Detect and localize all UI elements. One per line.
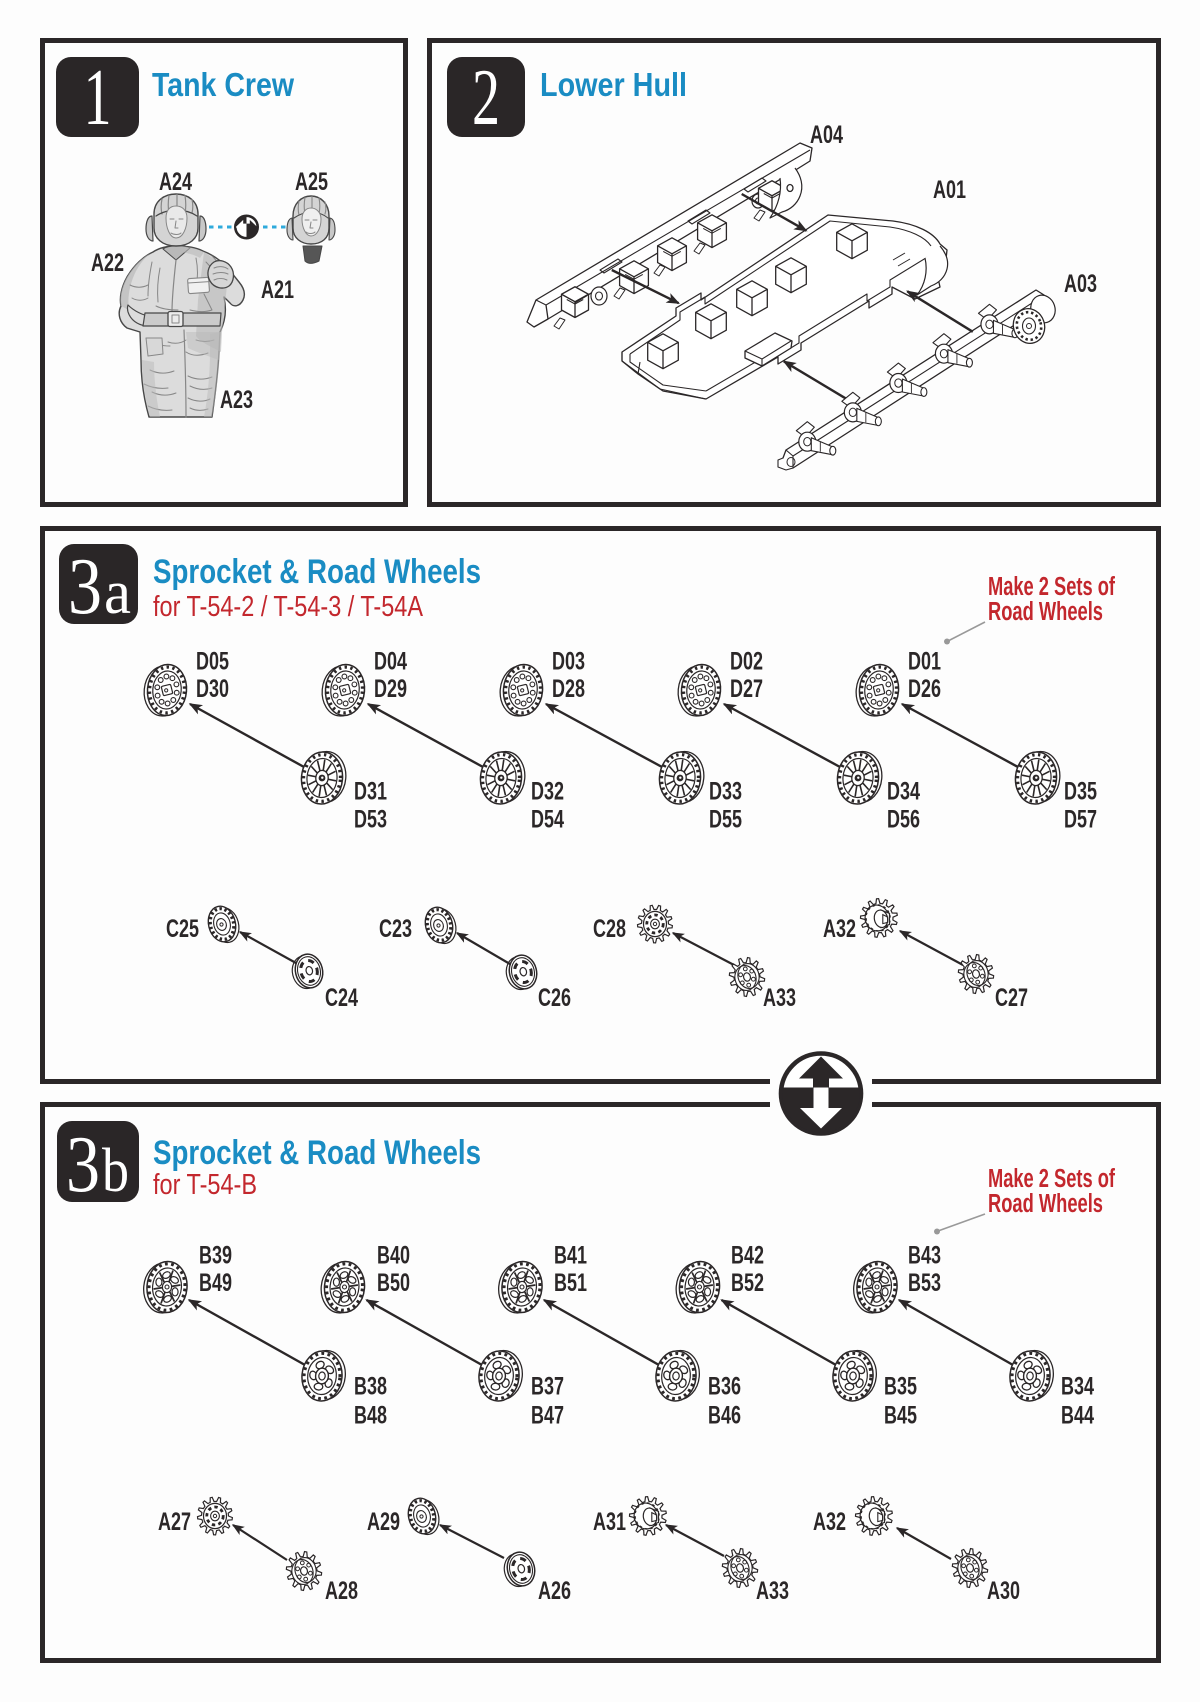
svg-text:D34: D34 [887,778,920,806]
svg-text:D31: D31 [354,778,387,806]
svg-text:D03: D03 [552,648,585,676]
svg-text:B40: B40 [377,1242,410,1270]
svg-text:D05: D05 [196,648,229,676]
svg-text:B45: B45 [884,1402,917,1430]
svg-text:A28: A28 [325,1577,358,1605]
svg-text:B53: B53 [908,1269,941,1297]
svg-text:C25: C25 [166,915,199,943]
svg-text:A22: A22 [91,249,124,277]
svg-text:D01: D01 [908,648,941,676]
svg-text:A24: A24 [159,168,192,196]
svg-text:B44: B44 [1061,1402,1094,1430]
svg-text:Sprocket & Road Wheels: Sprocket & Road Wheels [153,1134,481,1172]
svg-text:B42: B42 [731,1242,764,1270]
svg-text:D30: D30 [196,675,229,703]
svg-text:D57: D57 [1064,806,1097,834]
svg-text:C23: C23 [379,915,412,943]
svg-text:B37: B37 [531,1373,564,1401]
svg-text:D56: D56 [887,806,920,834]
svg-text:for T-54-2 / T-54-3 / T-54A: for T-54-2 / T-54-3 / T-54A [153,591,424,623]
svg-text:B35: B35 [884,1373,917,1401]
svg-text:D29: D29 [374,675,407,703]
svg-text:B39: B39 [199,1242,232,1270]
svg-text:A31: A31 [593,1508,626,1536]
svg-text:A26: A26 [538,1577,571,1605]
svg-text:D55: D55 [709,806,742,834]
svg-text:1: 1 [84,54,112,142]
svg-text:for T-54-B: for T-54-B [153,1169,257,1201]
svg-text:B36: B36 [708,1373,741,1401]
svg-text:A32: A32 [823,915,856,943]
svg-text:C24: C24 [325,984,358,1012]
svg-text:Sprocket & Road Wheels: Sprocket & Road Wheels [153,553,481,591]
svg-text:D32: D32 [531,778,564,806]
svg-text:A01: A01 [933,176,966,204]
svg-text:C28: C28 [593,915,626,943]
svg-text:A32: A32 [813,1508,846,1536]
svg-text:D28: D28 [552,675,585,703]
svg-text:C27: C27 [995,984,1028,1012]
svg-text:B51: B51 [554,1269,587,1297]
svg-text:D53: D53 [354,806,387,834]
svg-text:D27: D27 [730,675,763,703]
svg-text:B46: B46 [708,1402,741,1430]
svg-text:B41: B41 [554,1242,587,1270]
svg-text:B34: B34 [1061,1373,1094,1401]
svg-text:Road Wheels: Road Wheels [988,598,1103,626]
svg-text:A27: A27 [158,1508,191,1536]
svg-text:2: 2 [472,54,500,142]
svg-text:B52: B52 [731,1269,764,1297]
svg-text:A03: A03 [1064,270,1097,298]
svg-text:B48: B48 [354,1402,387,1430]
svg-text:D26: D26 [908,675,941,703]
svg-text:C26: C26 [538,984,571,1012]
svg-text:A30: A30 [987,1577,1020,1605]
svg-text:A33: A33 [763,984,796,1012]
svg-text:B38: B38 [354,1373,387,1401]
svg-text:a: a [104,559,131,627]
svg-text:3: 3 [66,1121,100,1209]
svg-text:A21: A21 [261,276,294,304]
svg-text:D35: D35 [1064,778,1097,806]
svg-text:B50: B50 [377,1269,410,1297]
svg-text:D54: D54 [531,806,564,834]
svg-text:A33: A33 [756,1577,789,1605]
svg-text:b: b [102,1137,129,1205]
svg-text:D33: D33 [709,778,742,806]
svg-text:Make 2 Sets of: Make 2 Sets of [988,1165,1115,1193]
svg-text:Lower Hull: Lower Hull [540,66,687,103]
svg-text:A25: A25 [295,168,328,196]
svg-text:B49: B49 [199,1269,232,1297]
svg-text:D04: D04 [374,648,407,676]
svg-text:Road Wheels: Road Wheels [988,1190,1103,1218]
svg-text:Make 2 Sets of: Make 2 Sets of [988,573,1115,601]
svg-text:3: 3 [68,543,102,631]
svg-text:Tank Crew: Tank Crew [152,66,294,103]
svg-text:B47: B47 [531,1402,564,1430]
svg-text:A23: A23 [220,386,253,414]
svg-text:B43: B43 [908,1242,941,1270]
svg-text:D02: D02 [730,648,763,676]
svg-text:A29: A29 [367,1508,400,1536]
svg-text:A04: A04 [810,121,843,149]
